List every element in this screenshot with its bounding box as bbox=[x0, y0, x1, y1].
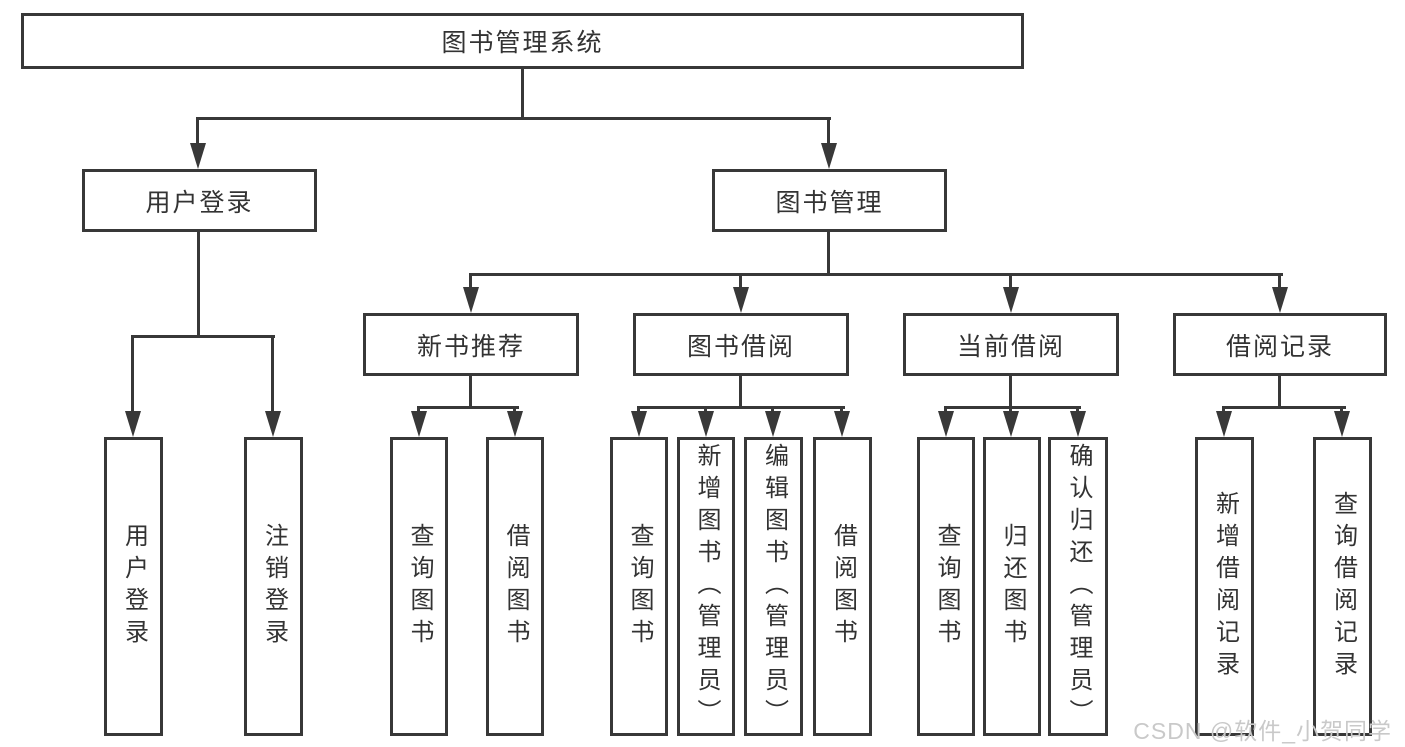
connector-line bbox=[1278, 376, 1281, 409]
node-borrow-records: 借阅记录 bbox=[1173, 313, 1387, 376]
leaf-label: 新增借阅记录 bbox=[1211, 490, 1239, 683]
arrow-down-icon bbox=[765, 411, 781, 437]
arrow-down-icon bbox=[190, 143, 206, 169]
connector-line bbox=[944, 406, 1081, 409]
connector-line bbox=[417, 406, 519, 409]
arrow-down-icon bbox=[507, 411, 523, 437]
node-book-borrow: 图书借阅 bbox=[633, 313, 849, 376]
leaf-label: 查询图书 bbox=[406, 522, 433, 651]
arrow-down-icon bbox=[1334, 411, 1350, 437]
node-new-book-recommend: 新书推荐 bbox=[363, 313, 579, 376]
connector-line bbox=[131, 335, 275, 338]
leaf-label: 编辑图书（管理员） bbox=[760, 442, 788, 731]
arrow-down-icon bbox=[698, 411, 714, 437]
leaf-query-books-current: 查询图书 bbox=[917, 437, 975, 736]
node-library-management-system: 图书管理系统 bbox=[21, 13, 1024, 69]
node-label: 新书推荐 bbox=[416, 332, 525, 361]
connector-line bbox=[271, 335, 274, 415]
leaf-query-books-borrow: 查询图书 bbox=[610, 437, 668, 736]
node-book-management: 图书管理 bbox=[712, 169, 947, 232]
arrow-down-icon bbox=[834, 411, 850, 437]
connector-line bbox=[197, 232, 200, 338]
arrow-down-icon bbox=[1003, 411, 1019, 437]
leaf-label: 用户登录 bbox=[120, 522, 148, 651]
connector-line bbox=[1009, 376, 1012, 409]
watermark: CSDN @软件_小贺同学 bbox=[1133, 718, 1392, 744]
connector-line bbox=[469, 376, 472, 409]
arrow-down-icon bbox=[821, 143, 837, 169]
leaf-label: 借阅图书 bbox=[502, 522, 529, 651]
leaf-borrow-books-recommend: 借阅图书 bbox=[486, 437, 544, 736]
leaf-label: 查询图书 bbox=[933, 522, 960, 651]
node-label: 图书借阅 bbox=[686, 332, 795, 361]
leaf-label: 确认归还（管理员） bbox=[1065, 442, 1092, 731]
leaf-add-borrow-record: 新增借阅记录 bbox=[1195, 437, 1254, 736]
node-label: 借阅记录 bbox=[1225, 332, 1334, 361]
leaf-label: 查询图书 bbox=[626, 522, 653, 651]
leaf-return-books: 归还图书 bbox=[983, 437, 1041, 736]
leaf-label: 查询借阅记录 bbox=[1329, 490, 1357, 683]
connector-line bbox=[827, 117, 830, 147]
node-label: 用户登录 bbox=[145, 188, 254, 217]
connector-line bbox=[521, 69, 524, 119]
connector-line bbox=[637, 406, 845, 409]
leaf-label: 借阅图书 bbox=[829, 522, 857, 651]
arrow-down-icon bbox=[1003, 287, 1019, 313]
leaf-edit-book-admin: 编辑图书（管理员） bbox=[744, 437, 803, 736]
connector-line bbox=[196, 117, 199, 147]
node-user-login: 用户登录 bbox=[82, 169, 317, 232]
leaf-label: 归还图书 bbox=[999, 522, 1026, 651]
leaf-query-borrow-record: 查询借阅记录 bbox=[1313, 437, 1372, 736]
connector-line bbox=[1222, 406, 1346, 409]
connector-line bbox=[196, 117, 831, 120]
connector-line bbox=[827, 232, 830, 276]
arrow-down-icon bbox=[1272, 287, 1288, 313]
arrow-down-icon bbox=[631, 411, 647, 437]
node-current-borrow: 当前借阅 bbox=[903, 313, 1119, 376]
arrow-down-icon bbox=[463, 287, 479, 313]
connector-line bbox=[739, 273, 742, 291]
connector-line bbox=[1009, 273, 1012, 291]
leaf-confirm-return-admin: 确认归还（管理员） bbox=[1048, 437, 1108, 736]
node-label: 图书管理系统 bbox=[441, 29, 604, 57]
arrow-down-icon bbox=[938, 411, 954, 437]
arrow-down-icon bbox=[733, 287, 749, 313]
leaf-borrow-books: 借阅图书 bbox=[813, 437, 872, 736]
node-label: 图书管理 bbox=[775, 188, 884, 217]
leaf-add-book-admin: 新增图书（管理员） bbox=[677, 437, 735, 736]
arrow-down-icon bbox=[265, 411, 281, 437]
arrow-down-icon bbox=[1070, 411, 1086, 437]
leaf-user-login: 用户登录 bbox=[104, 437, 163, 736]
arrow-down-icon bbox=[411, 411, 427, 437]
leaf-label: 新增图书（管理员） bbox=[693, 442, 720, 731]
connector-line bbox=[469, 273, 1283, 276]
leaf-query-books-recommend: 查询图书 bbox=[390, 437, 448, 736]
connector-line bbox=[469, 273, 472, 291]
node-label: 当前借阅 bbox=[956, 332, 1065, 361]
arrow-down-icon bbox=[1216, 411, 1232, 437]
arrow-down-icon bbox=[125, 411, 141, 437]
connector-line bbox=[131, 335, 134, 415]
leaf-logout: 注销登录 bbox=[244, 437, 303, 736]
leaf-label: 注销登录 bbox=[260, 522, 288, 651]
connector-line bbox=[1278, 273, 1281, 291]
connector-line bbox=[739, 376, 742, 409]
